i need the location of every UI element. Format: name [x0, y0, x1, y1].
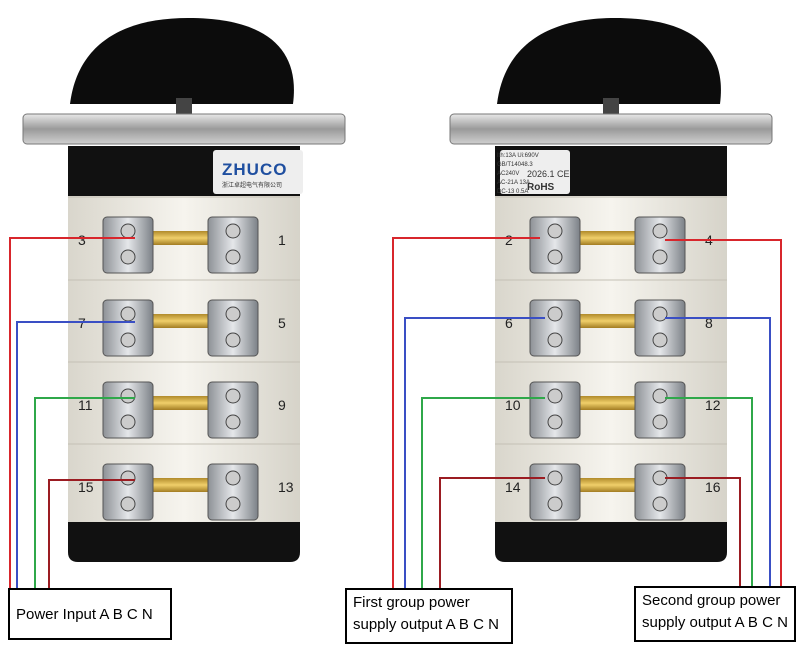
spec-line: AC240V — [497, 171, 520, 177]
bottom-housing — [495, 522, 727, 562]
screw-icon — [652, 332, 668, 348]
ce-mark: 2026.1 CE — [527, 169, 570, 179]
screw-icon — [225, 223, 241, 239]
terminal-number: 9 — [278, 397, 286, 413]
screw-icon — [225, 388, 241, 404]
terminal-clamp — [102, 216, 154, 274]
screw-icon — [652, 388, 668, 404]
screw-icon — [652, 496, 668, 512]
screw-icon — [652, 470, 668, 486]
terminal-clamp — [102, 463, 154, 521]
screw-icon — [225, 470, 241, 486]
screw-icon — [225, 249, 241, 265]
input-wire-B — [16, 321, 135, 590]
terminal-number: 2 — [505, 232, 513, 248]
screw-icon — [652, 223, 668, 239]
screw-icon — [547, 223, 563, 239]
screw-icon — [225, 332, 241, 348]
screw-icon — [652, 414, 668, 430]
first-output-wire-C — [421, 397, 545, 590]
first-group-label: First group power supply output A B C N — [345, 588, 513, 644]
mounting-plate — [449, 113, 773, 145]
knob — [497, 18, 721, 104]
terminal-number: 14 — [505, 479, 521, 495]
brand-logo: ZHUCO — [222, 160, 288, 179]
terminal-clamp — [529, 381, 581, 439]
terminal-clamp — [634, 216, 686, 274]
terminal-number: 11 — [78, 397, 93, 413]
screw-icon — [547, 306, 563, 322]
terminal-number: 12 — [705, 397, 721, 413]
terminal-clamp — [634, 299, 686, 357]
knob-shaft — [176, 98, 192, 114]
screw-icon — [547, 249, 563, 265]
knob-shaft — [603, 98, 619, 114]
terminal-clamp — [634, 381, 686, 439]
terminal-clamp — [207, 216, 259, 274]
spec-line: DC-13 0.5A — [497, 189, 529, 195]
second-output-wire-N — [665, 477, 741, 588]
bottom-housing — [68, 522, 300, 562]
screw-icon — [120, 332, 136, 348]
screw-icon — [120, 388, 136, 404]
rohs-mark: RoHS — [527, 182, 555, 193]
screw-icon — [120, 306, 136, 322]
power-input-label: Power Input A B C N — [8, 588, 172, 640]
terminal-clamp — [102, 299, 154, 357]
label-sticker — [500, 150, 570, 194]
terminal-number: 15 — [78, 479, 94, 495]
screw-icon — [547, 496, 563, 512]
input-wire-A — [9, 237, 135, 590]
knob — [70, 18, 294, 104]
terminal-clamp — [102, 381, 154, 439]
terminal-number: 1 — [278, 232, 286, 248]
second-group-label: Second group power supply output A B C N — [634, 586, 796, 642]
screw-icon — [225, 496, 241, 512]
terminal-clamp — [529, 299, 581, 357]
screw-icon — [652, 249, 668, 265]
screw-icon — [120, 496, 136, 512]
first-output-wire-N — [439, 477, 545, 590]
label-sticker — [213, 150, 303, 194]
screw-icon — [547, 388, 563, 404]
terminal-number: 5 — [278, 315, 286, 331]
terminal-clamp — [207, 381, 259, 439]
screw-icon — [547, 414, 563, 430]
input-wire-C — [34, 397, 135, 590]
spec-label: Ith:13A Ui:690V GB/T14048.3 AC240V AC-21… — [497, 152, 567, 197]
input-wire-N — [48, 479, 135, 590]
first-output-wire-B — [404, 317, 545, 590]
terminal-number: 6 — [505, 315, 513, 331]
terminal-number: 10 — [505, 397, 521, 413]
screw-icon — [120, 414, 136, 430]
terminal-number: 16 — [705, 479, 721, 495]
terminal-clamp — [207, 463, 259, 521]
screw-icon — [225, 414, 241, 430]
terminal-clamp — [529, 216, 581, 274]
terminal-number: 13 — [278, 479, 294, 495]
screw-icon — [547, 332, 563, 348]
spec-line: Ith:13A Ui:690V GB/T14048.3 — [497, 153, 539, 168]
screw-icon — [547, 470, 563, 486]
second-output-wire-B — [665, 317, 771, 588]
screw-icon — [225, 306, 241, 322]
terminal-number: 8 — [705, 315, 713, 331]
screw-icon — [120, 470, 136, 486]
brand-subtext: 浙江卓超电气有限公司 — [222, 183, 283, 189]
mounting-plate — [22, 113, 346, 145]
terminal-number: 3 — [78, 232, 86, 248]
terminal-clamp — [207, 299, 259, 357]
screw-icon — [120, 249, 136, 265]
spec-line: AC-21A 13A — [497, 180, 531, 186]
second-output-wire-A — [665, 239, 782, 588]
screw-icon — [120, 223, 136, 239]
first-output-wire-A — [392, 237, 540, 590]
screw-icon — [652, 306, 668, 322]
second-output-wire-C — [665, 397, 753, 588]
